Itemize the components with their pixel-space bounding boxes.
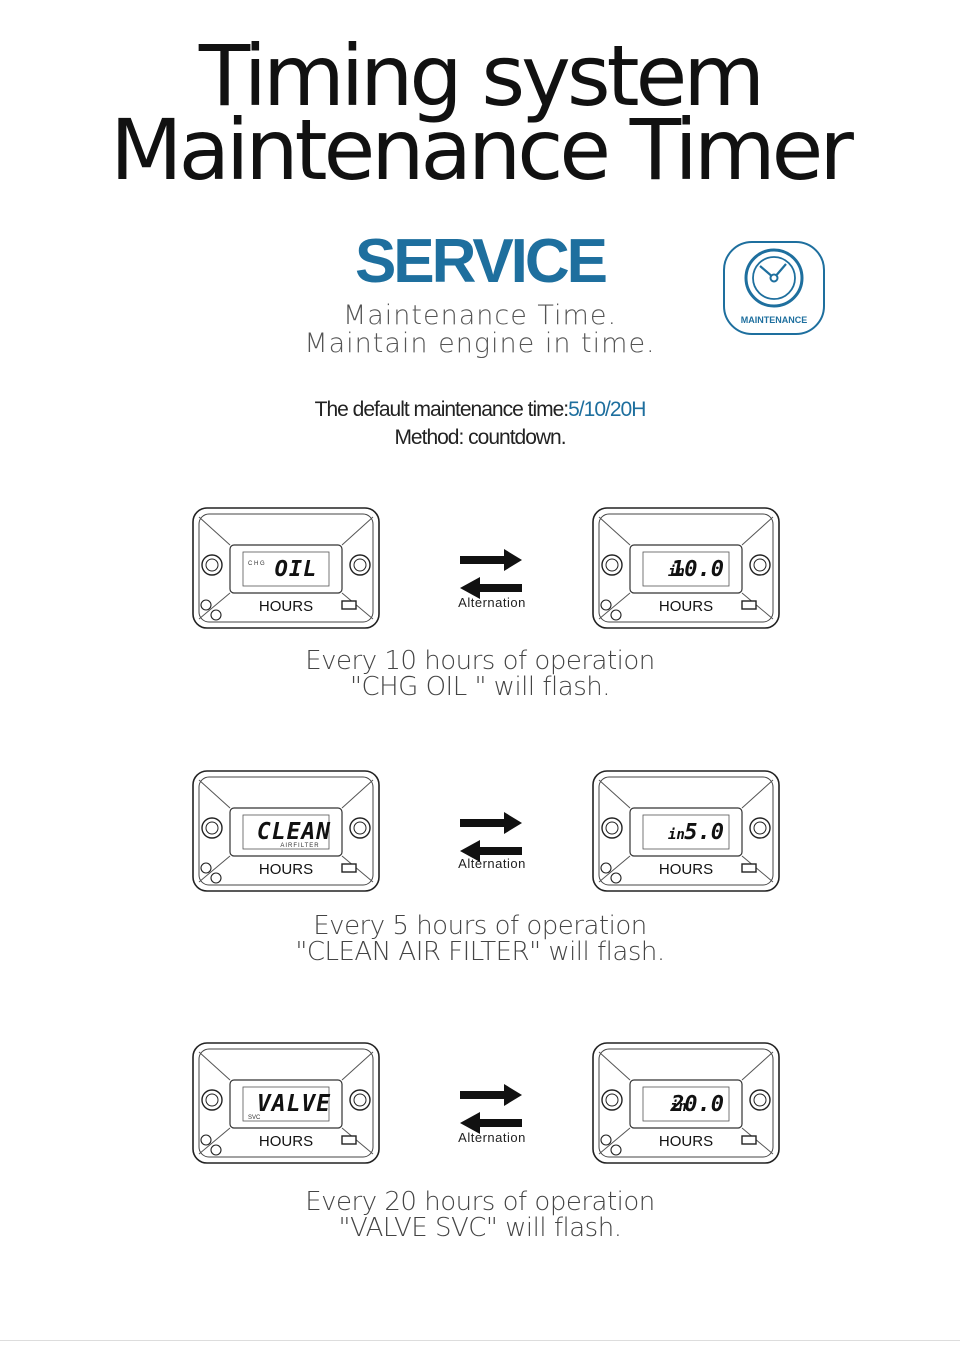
- lcd-countdown-prefix: in: [670, 1099, 687, 1115]
- mount-hole-icon: [201, 1089, 223, 1111]
- mount-hole-icon: [749, 1089, 771, 1111]
- alternation-arrows-icon: [460, 1084, 522, 1134]
- lcd-countdown-prefix: in: [668, 564, 685, 580]
- lcd-message: VALVE: [257, 1091, 331, 1117]
- wire-terminal-icon: [600, 1134, 622, 1156]
- mount-hole-icon: [601, 554, 623, 576]
- arrow-left-icon: [460, 840, 522, 862]
- alternation-label: Alternation: [458, 1130, 526, 1145]
- mount-hole-icon: [601, 817, 623, 839]
- hours-label: HOURS: [659, 1133, 713, 1150]
- alternation-arrows-icon: [460, 549, 522, 599]
- indicator-led: [341, 1135, 357, 1145]
- lcd-countdown-value: 20.0: [670, 1092, 724, 1117]
- arrow-right-icon: [460, 549, 522, 571]
- wire-terminal-icon: [200, 599, 222, 621]
- arrow-right-icon: [460, 1084, 522, 1106]
- mount-hole-icon: [749, 817, 771, 839]
- mount-hole-icon: [601, 1089, 623, 1111]
- lcd-sub-label: AIRFILTER: [280, 843, 319, 849]
- arrow-right-icon: [460, 812, 522, 834]
- indicator-led: [741, 863, 757, 873]
- hours-label: HOURS: [259, 598, 313, 615]
- arrow-left-icon: [460, 577, 522, 599]
- service-heading: SERVICE: [354, 227, 608, 296]
- wire-terminal-icon: [200, 1134, 222, 1156]
- hours-label: HOURS: [259, 861, 313, 878]
- lcd-side-label: SVC: [248, 1115, 261, 1121]
- row-caption-line1: Every 10 hours of operation: [305, 646, 655, 676]
- row-caption-line2: "VALVE SVC" will flash.: [338, 1213, 622, 1243]
- indicator-led: [341, 863, 357, 873]
- row-caption-line2: "CHG OIL " will flash.: [350, 672, 610, 702]
- alternation-label: Alternation: [458, 856, 526, 871]
- clock-icon: [744, 248, 804, 308]
- wire-terminal-icon: [600, 862, 622, 884]
- default-maintenance-values: 5/10/20H: [568, 398, 646, 421]
- mount-hole-icon: [349, 554, 371, 576]
- bottom-divider: [0, 1340, 960, 1341]
- lcd-countdown-value: 5.0: [684, 820, 724, 845]
- default-maintenance-prefix: The default maintenance time:: [314, 398, 569, 421]
- mount-hole-icon: [349, 1089, 371, 1111]
- lcd-side-label: C H G: [248, 561, 265, 567]
- hours-label: HOURS: [259, 1133, 313, 1150]
- wire-terminal-icon: [200, 862, 222, 884]
- maintenance-badge-label: MAINTENANCE: [741, 315, 808, 325]
- lcd-countdown-prefix: in: [668, 827, 685, 843]
- row-caption-line1: Every 5 hours of operation: [313, 911, 647, 941]
- indicator-led: [341, 600, 357, 610]
- indicator-led: [741, 1135, 757, 1145]
- lcd-message: OIL: [275, 557, 318, 582]
- hours-label: HOURS: [659, 861, 713, 878]
- mount-hole-icon: [201, 554, 223, 576]
- meter-countdown-display: HOURS in 10.0: [592, 507, 780, 629]
- meter-message-display: HOURS C H G OIL: [192, 507, 380, 629]
- service-line2: Maintain engine in time.: [304, 328, 656, 359]
- mount-hole-icon: [349, 817, 371, 839]
- meter-countdown-display: HOURS in 5.0: [592, 770, 780, 892]
- mount-hole-icon: [749, 554, 771, 576]
- alternation-arrows-icon: [460, 812, 522, 862]
- alternation-label: Alternation: [458, 595, 526, 610]
- alternation-row: HOURS C H G OIL Alternation: [0, 505, 960, 755]
- meter-countdown-display: HOURS in 20.0: [592, 1042, 780, 1164]
- hours-label: HOURS: [659, 598, 713, 615]
- mount-hole-icon: [201, 817, 223, 839]
- default-maintenance-line: The default maintenance time:5/10/20H: [0, 398, 960, 422]
- service-line1: Maintenance Time.: [342, 300, 618, 331]
- maintenance-badge: MAINTENANCE: [723, 241, 825, 335]
- lcd-countdown-value: 10.0: [671, 557, 724, 582]
- row-caption-line2: "CLEAN AIR FILTER" will flash.: [295, 937, 665, 967]
- indicator-led: [741, 600, 757, 610]
- wire-terminal-icon: [600, 599, 622, 621]
- page-title-line1: Timing system: [198, 27, 765, 125]
- method-line: Method: countdown.: [394, 426, 566, 449]
- lcd-message: CLEAN: [257, 819, 331, 845]
- page-title-line2: Maintenance Timer: [110, 101, 854, 199]
- arrow-left-icon: [460, 1112, 522, 1134]
- row-caption-line1: Every 20 hours of operation: [305, 1187, 655, 1217]
